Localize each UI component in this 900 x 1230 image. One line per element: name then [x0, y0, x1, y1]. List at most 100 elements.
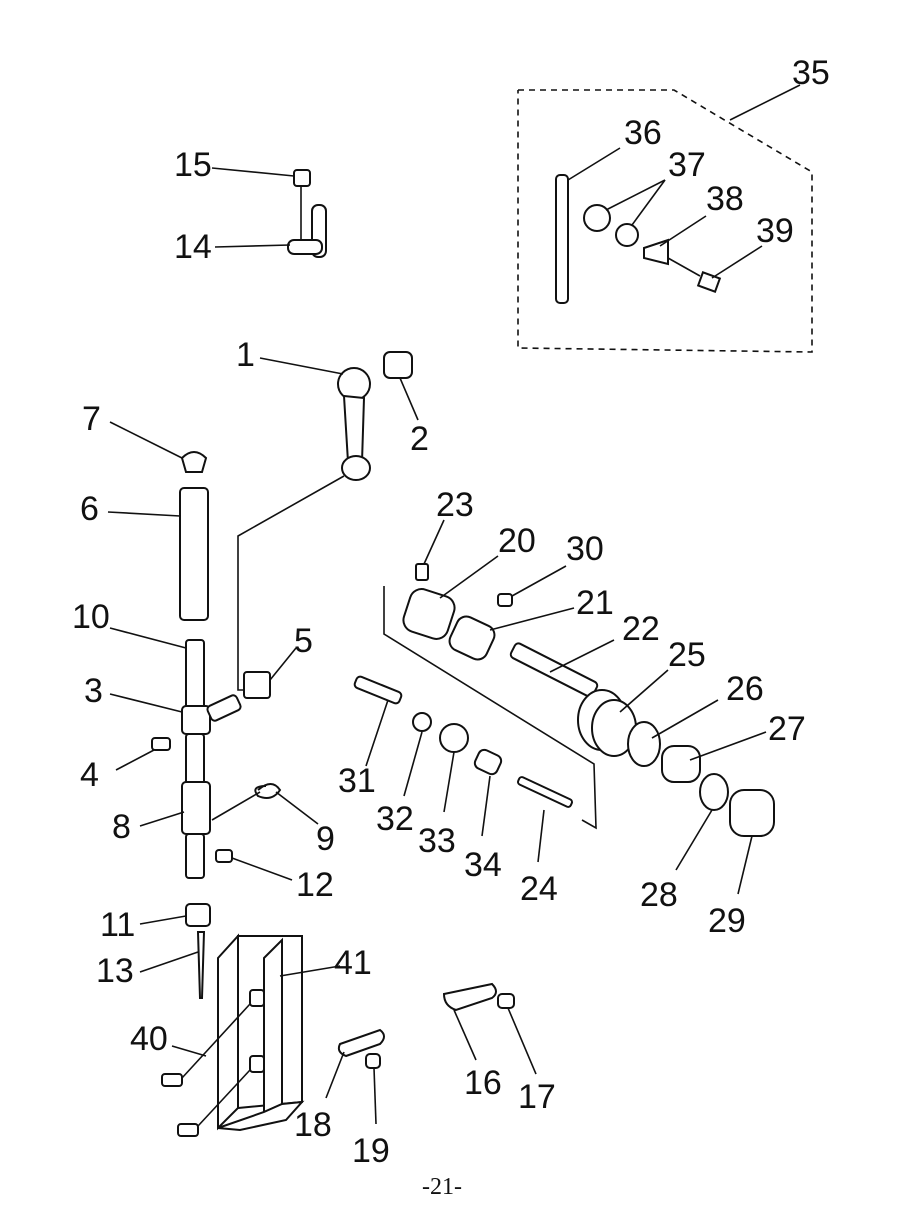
- part-39-shaft: [667, 257, 701, 277]
- part-14-bracket-arm: [287, 239, 323, 255]
- leader-35: [729, 84, 801, 121]
- callout-20: 20: [498, 522, 536, 560]
- part-37-washer-a: [583, 204, 611, 232]
- callout-40: 40: [130, 1020, 168, 1058]
- callout-22: 22: [622, 610, 660, 648]
- callout-13: 13: [96, 952, 134, 990]
- callout-41: 41: [334, 944, 372, 982]
- guide-rail-group: [161, 933, 341, 1137]
- leader-39: [711, 245, 763, 279]
- leader-11: [139, 915, 187, 925]
- part-1-rod-lower-eye: [341, 455, 371, 481]
- part-40-screw-upper-axis: [181, 1003, 251, 1079]
- leader-9-link: [211, 791, 261, 821]
- part-20-collar: [402, 588, 456, 640]
- callout-19: 19: [352, 1132, 390, 1170]
- part-29-tension-nut: [729, 789, 775, 837]
- callout-28: 28: [640, 876, 678, 914]
- leader-7: [109, 421, 183, 459]
- leader-30: [511, 565, 567, 597]
- callout-10: 10: [72, 598, 110, 636]
- leader-1: [259, 357, 344, 375]
- callout-38: 38: [706, 180, 744, 218]
- leader-3: [109, 693, 183, 713]
- callout-33: 33: [418, 822, 456, 860]
- leader-34: [481, 775, 491, 837]
- part-3-clamp: [181, 705, 211, 735]
- callout-34: 34: [464, 846, 502, 884]
- leader-18: [325, 1051, 345, 1099]
- part-30-spring-end: [497, 593, 513, 607]
- part-1-rod-body: [342, 394, 366, 463]
- callout-21: 21: [576, 584, 614, 622]
- leader-19: [373, 1067, 377, 1125]
- part-37-washer-b: [615, 223, 639, 247]
- part-5-block: [243, 671, 271, 699]
- part-41-rail-base: [217, 1100, 305, 1132]
- link-rod-to-block-5: [237, 475, 345, 691]
- part-2-needle-bearing: [383, 351, 413, 379]
- leader-8: [139, 811, 185, 827]
- callout-18: 18: [294, 1106, 332, 1144]
- part-7-cap: [180, 451, 208, 473]
- part-23-set-screw: [415, 563, 429, 581]
- leader-31: [365, 699, 389, 767]
- leader-10: [109, 627, 187, 649]
- leader-15: [211, 167, 295, 177]
- callout-12: 12: [296, 866, 334, 904]
- leader-25: [619, 669, 669, 713]
- parts-16-19-group: [325, 982, 537, 1125]
- callout-8: 8: [112, 808, 131, 846]
- callout-9: 9: [316, 820, 335, 858]
- callout-5: 5: [294, 622, 313, 660]
- part-6-bushing: [179, 487, 209, 621]
- part-41-screw-slot-lower: [249, 1055, 265, 1073]
- leader-22: [549, 639, 615, 673]
- callout-30: 30: [566, 530, 604, 568]
- callout-7: 7: [82, 400, 101, 438]
- leader-37a: [605, 179, 666, 211]
- callout-4: 4: [80, 756, 99, 794]
- leader-17: [507, 1007, 537, 1075]
- leader-41: [279, 965, 341, 977]
- leader-14: [214, 244, 291, 248]
- page-number: -21-: [422, 1174, 462, 1200]
- parts-14-15-group: [211, 167, 327, 258]
- leader-9: [275, 791, 319, 825]
- connecting-rod-group: [237, 351, 419, 691]
- part-18-guide-plate: [337, 1028, 385, 1058]
- callout-15: 15: [174, 146, 212, 184]
- callout-16: 16: [464, 1064, 502, 1102]
- leader-5: [269, 647, 297, 681]
- part-33-washer: [439, 723, 469, 753]
- leader-33: [443, 751, 455, 813]
- leader-40: [171, 1045, 207, 1057]
- leader-6: [107, 511, 181, 517]
- part-31-pin: [353, 675, 403, 705]
- leader-4: [115, 749, 155, 771]
- leader-23: [423, 519, 445, 565]
- callout-25: 25: [668, 636, 706, 674]
- part-26-disc: [627, 721, 661, 767]
- leader-32: [403, 731, 423, 797]
- leader-21: [489, 607, 575, 631]
- part-15-screw-head: [293, 169, 311, 187]
- part-24-pin: [517, 776, 573, 808]
- callout-36: 36: [624, 114, 662, 152]
- part-21-spring: [448, 615, 496, 661]
- part-38-cone-spring: [643, 238, 669, 266]
- part-9-thread-guide: [254, 783, 282, 799]
- callout-2: 2: [410, 420, 429, 458]
- callout-11: 11: [100, 906, 135, 944]
- part-11-needle-clamp: [185, 903, 211, 927]
- callout-29: 29: [708, 902, 746, 940]
- tension-assembly-group: [353, 519, 775, 895]
- leader-2: [399, 377, 419, 421]
- leader-27: [689, 731, 767, 761]
- callout-6: 6: [80, 490, 99, 528]
- leader-24: [537, 809, 545, 863]
- callout-14: 14: [174, 228, 212, 266]
- part-8-needle-bar-mid: [185, 733, 205, 785]
- part-40-screw-lower: [177, 1123, 199, 1137]
